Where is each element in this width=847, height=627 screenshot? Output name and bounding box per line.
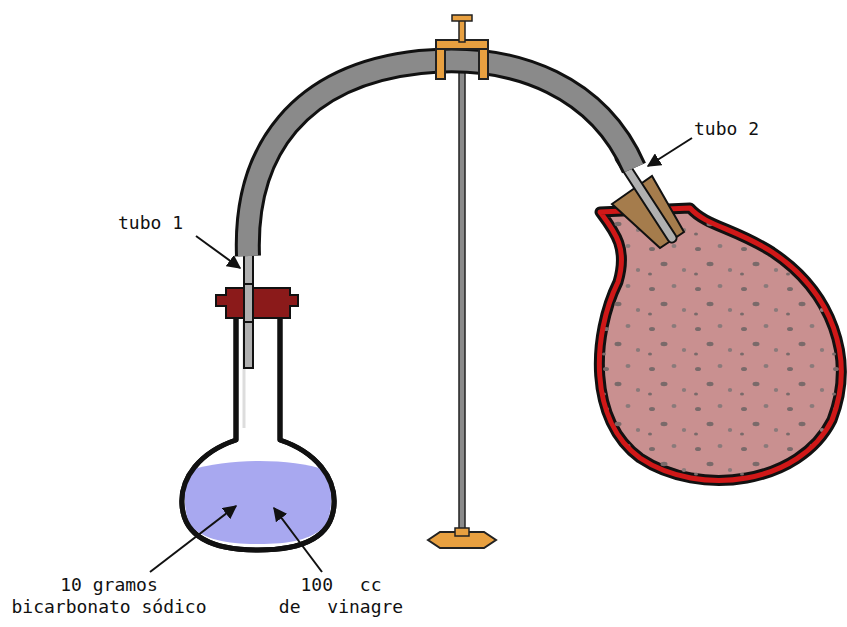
label-text: 100 cc de vinagre [278,574,404,618]
stopper [216,288,298,318]
label-text: 10 gramos bicarbonato sódico [4,574,214,618]
clamp [436,15,488,79]
label-text: tubo 1 [118,212,183,234]
hose [248,60,634,256]
flask [182,305,334,550]
leader-line [150,138,692,572]
label-text: tubo 2 [694,118,759,140]
stand [428,70,496,548]
balloon [599,208,841,480]
glass-tube [244,250,253,368]
